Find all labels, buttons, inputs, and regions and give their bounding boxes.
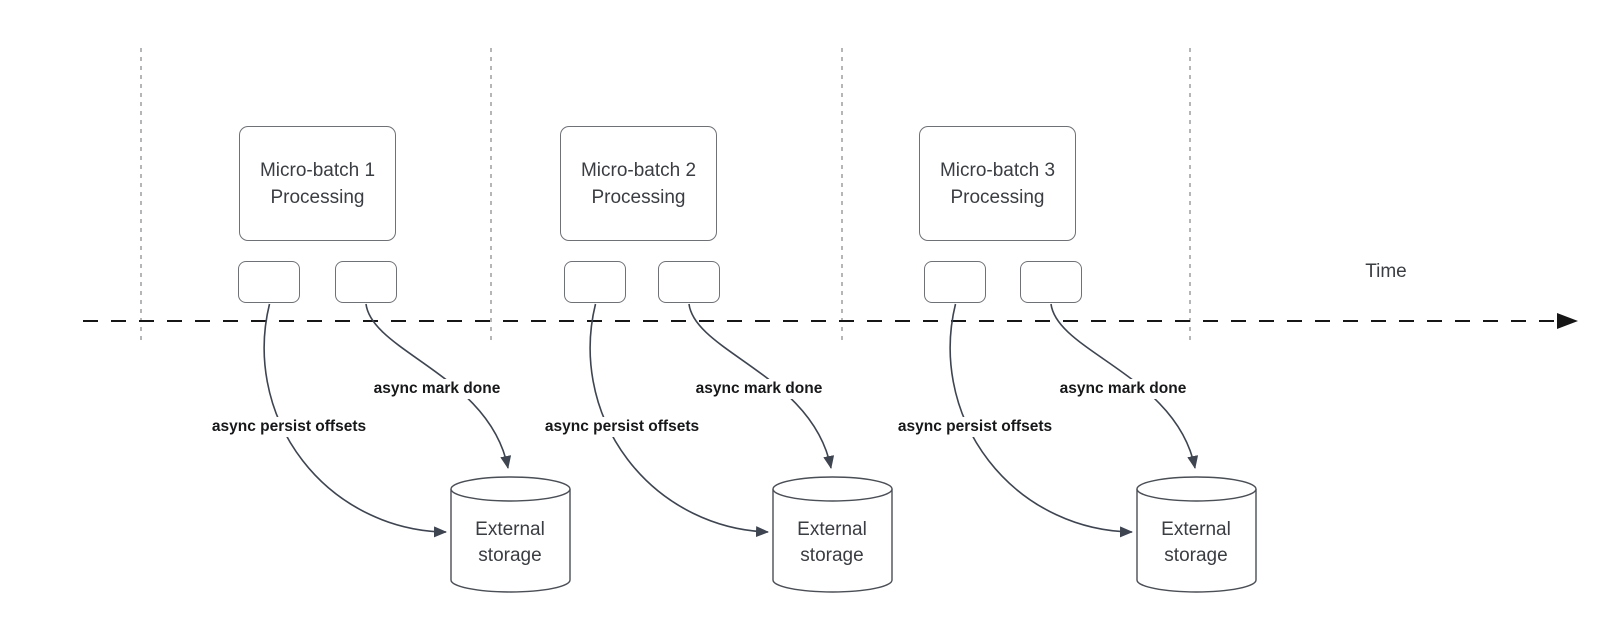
mark-done-label-1: async mark done	[369, 379, 505, 399]
persist-task-box-1	[238, 261, 300, 303]
persist-offsets-arrow-3	[949, 303, 1133, 538]
mark-done-arrow-2	[688, 303, 835, 469]
micro-batch-3-box: Micro-batch 3 Processing	[919, 126, 1076, 241]
persist-offsets-arrow-1	[263, 303, 447, 538]
micro-batch-1-box: Micro-batch 1 Processing	[239, 126, 396, 241]
mark-done-task-box-3	[1020, 261, 1082, 303]
mark-done-arrow-3	[1050, 303, 1199, 469]
mark-done-arrow-1	[365, 303, 512, 469]
persist-offsets-label-1: async persist offsets	[207, 417, 371, 437]
storage-cylinder-2	[772, 476, 893, 593]
storage-label-1: External storage	[475, 519, 545, 566]
mark-done-label-2: async mark done	[691, 379, 827, 399]
persist-task-box-3	[924, 261, 986, 303]
storage-label-2: External storage	[797, 519, 867, 566]
micro-batch-2-title: Micro-batch 2 Processing	[580, 159, 697, 208]
time-axis-label: Time	[1365, 261, 1407, 282]
micro-batch-1-title: Micro-batch 1 Processing	[259, 159, 376, 208]
persist-offsets-arrow-2	[589, 303, 769, 538]
storage-cylinder-1	[450, 476, 571, 593]
persist-offsets-label-3: async persist offsets	[893, 417, 1057, 437]
persist-offsets-label-2: async persist offsets	[540, 417, 704, 437]
persist-task-box-2	[564, 261, 626, 303]
storage-cylinder-3	[1136, 476, 1257, 593]
micro-batch-3-title: Micro-batch 3 Processing	[939, 159, 1056, 208]
mark-done-task-box-2	[658, 261, 720, 303]
micro-batch-2-box: Micro-batch 2 Processing	[560, 126, 717, 241]
storage-label-3: External storage	[1161, 519, 1231, 566]
mark-done-task-box-1	[335, 261, 397, 303]
mark-done-label-3: async mark done	[1055, 379, 1191, 399]
timeline-arrowhead-icon	[1557, 313, 1578, 329]
